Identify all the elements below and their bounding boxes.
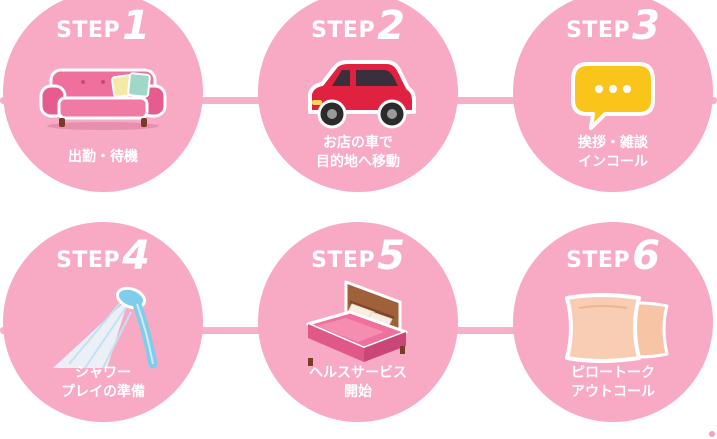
step-1-caption: 出勤・待機: [3, 148, 203, 167]
caption-line: ヘルスサービス: [309, 365, 407, 381]
step-3-circle: STEP3 挨拶・雑談 インコール: [513, 0, 713, 192]
step-6-label: STEP6: [513, 236, 713, 276]
caption-line: アウトコール: [571, 384, 655, 400]
step-number: 5: [377, 233, 405, 279]
caption-line: ピロートーク: [571, 365, 655, 381]
connector-line-4-5: [190, 327, 270, 334]
step-1-label: STEP1: [3, 6, 203, 46]
sofa-icon: [39, 68, 167, 130]
step-word: STEP: [56, 248, 121, 273]
step-4-caption: シャワー プレイの準備: [3, 364, 203, 402]
caption-line: インコール: [578, 154, 648, 170]
step-6-caption: ピロートーク アウトコール: [513, 364, 713, 402]
step-word: STEP: [566, 18, 631, 43]
step-word: STEP: [311, 18, 376, 43]
caption-line: シャワー: [75, 365, 131, 381]
step-5-circle: STEP5 ヘルスサービス 開始: [258, 222, 458, 422]
pillows-icon: [565, 293, 669, 363]
caption-line: お店の車で: [323, 135, 393, 151]
step-3-label: STEP3: [513, 6, 713, 46]
step-word: STEP: [56, 18, 121, 43]
connector-line-5-6: [445, 327, 525, 334]
step-4-label: STEP4: [3, 236, 203, 276]
step-word: STEP: [566, 248, 631, 273]
step-5-caption: ヘルスサービス 開始: [258, 364, 458, 402]
shower-icon: [53, 286, 158, 369]
step-2-caption: お店の車で 目的地へ移動: [258, 134, 458, 172]
step-2-circle: STEP2 お店の車で 目的地へ移動: [258, 0, 458, 192]
step-number: 2: [377, 3, 405, 49]
corner-dot: [709, 431, 715, 437]
caption-line: 挨拶・雑談: [578, 135, 648, 151]
step-number: 1: [122, 3, 150, 49]
step-3-caption: 挨拶・雑談 インコール: [513, 134, 713, 172]
step-4-circle: STEP4 シャワー プレイの準備: [3, 222, 203, 422]
caption-line: 目的地へ移動: [316, 154, 400, 170]
step-number: 3: [632, 3, 660, 49]
step-number: 6: [632, 233, 660, 279]
step-number: 4: [122, 233, 150, 279]
caption-line: 開始: [344, 384, 372, 400]
connector-line-2-3: [445, 97, 525, 104]
step-1-circle: STEP1 出勤・待機: [3, 0, 203, 192]
step-5-label: STEP5: [258, 236, 458, 276]
connector-line-1-2: [190, 97, 270, 104]
car-icon: [308, 60, 416, 129]
step-6-circle: STEP6 ピロートーク アウトコール: [513, 222, 713, 422]
step-word: STEP: [311, 248, 376, 273]
caption-line: 出勤・待機: [68, 149, 138, 165]
step-2-label: STEP2: [258, 6, 458, 46]
speech-bubble-icon: [571, 62, 655, 130]
bed-icon: [306, 280, 408, 366]
caption-line: プレイの準備: [61, 384, 145, 400]
